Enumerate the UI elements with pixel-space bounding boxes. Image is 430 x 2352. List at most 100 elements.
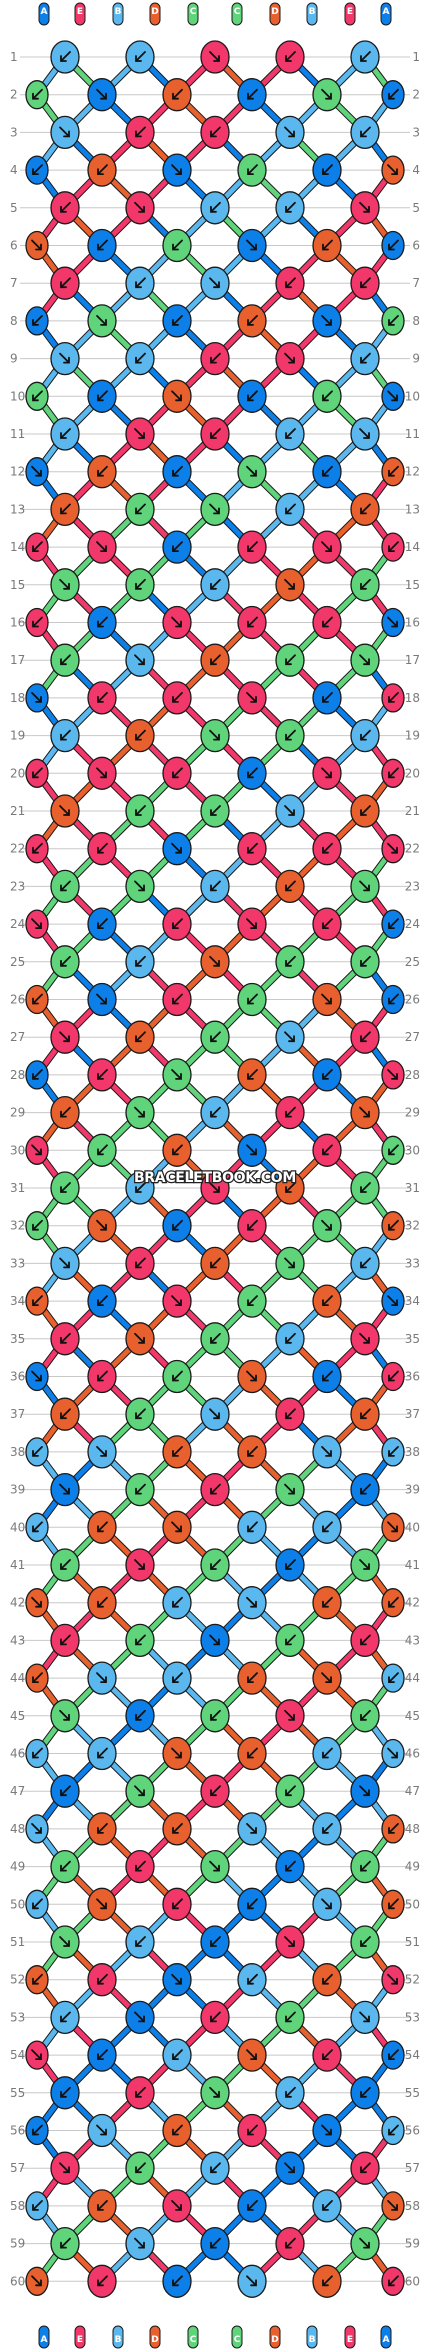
- knot[interactable]: [200, 1925, 230, 1959]
- knot[interactable]: [275, 1095, 305, 1130]
- knot[interactable]: [87, 1510, 117, 1544]
- knot[interactable]: [200, 794, 230, 828]
- knot[interactable]: [237, 1284, 267, 1318]
- knot[interactable]: [237, 681, 267, 715]
- knot[interactable]: [162, 2189, 192, 2223]
- knot[interactable]: [162, 2113, 192, 2148]
- knot[interactable]: [275, 1699, 305, 1733]
- knot[interactable]: [50, 1397, 80, 1431]
- knot[interactable]: [381, 2115, 405, 2146]
- knot[interactable]: [381, 532, 405, 562]
- knot[interactable]: [162, 1812, 192, 1846]
- knot[interactable]: [125, 1623, 155, 1658]
- knot[interactable]: [200, 266, 230, 300]
- knot[interactable]: [125, 1020, 155, 1054]
- knot[interactable]: [162, 1510, 192, 1544]
- knot[interactable]: [50, 1925, 80, 1959]
- knot[interactable]: [87, 379, 117, 413]
- knot[interactable]: [312, 530, 342, 564]
- knot[interactable]: [350, 1397, 380, 1431]
- knot[interactable]: [50, 492, 80, 527]
- knot[interactable]: [237, 982, 267, 1017]
- knot[interactable]: [237, 78, 267, 112]
- knot[interactable]: [50, 2226, 80, 2261]
- knot[interactable]: [125, 341, 155, 376]
- knot[interactable]: [350, 1095, 380, 1130]
- knot[interactable]: [312, 1133, 342, 1167]
- knot[interactable]: [162, 1435, 192, 1469]
- knot[interactable]: [50, 1472, 80, 1507]
- knot[interactable]: [237, 153, 267, 187]
- knot[interactable]: [237, 1812, 267, 1846]
- knot[interactable]: [237, 304, 267, 338]
- knot[interactable]: [200, 115, 230, 150]
- knot[interactable]: [381, 230, 405, 261]
- knot[interactable]: [162, 1963, 192, 1997]
- knot[interactable]: [25, 909, 49, 939]
- knot[interactable]: [87, 304, 117, 338]
- knot[interactable]: [275, 1472, 305, 1507]
- knot[interactable]: [275, 40, 305, 74]
- knot[interactable]: [200, 1095, 230, 1130]
- knot[interactable]: [350, 1020, 380, 1054]
- knot[interactable]: [162, 1284, 192, 1318]
- knot[interactable]: [125, 492, 155, 527]
- knot[interactable]: [381, 1588, 405, 1618]
- knot[interactable]: [381, 1135, 405, 1165]
- knot[interactable]: [381, 984, 405, 1015]
- knot[interactable]: [87, 1058, 117, 1092]
- knot[interactable]: [87, 1359, 117, 1394]
- knot[interactable]: [87, 982, 117, 1017]
- knot[interactable]: [162, 1661, 192, 1695]
- knot[interactable]: [381, 758, 405, 788]
- knot[interactable]: [350, 1849, 380, 1884]
- knot[interactable]: [87, 1736, 117, 1771]
- knot[interactable]: [312, 455, 342, 489]
- knot[interactable]: [200, 1322, 230, 1356]
- knot[interactable]: [350, 1548, 380, 1582]
- knot[interactable]: [381, 834, 405, 864]
- knot[interactable]: [87, 2113, 117, 2148]
- knot[interactable]: [350, 1623, 380, 1658]
- knot[interactable]: [25, 230, 49, 261]
- knot[interactable]: [350, 2076, 380, 2110]
- knot[interactable]: [200, 1774, 230, 1808]
- knot[interactable]: [200, 1397, 230, 1431]
- knot[interactable]: [87, 832, 117, 866]
- knot[interactable]: [87, 153, 117, 187]
- knot[interactable]: [312, 228, 342, 263]
- knot[interactable]: [381, 80, 405, 110]
- knot[interactable]: [25, 80, 49, 110]
- knot[interactable]: [200, 341, 230, 376]
- knot[interactable]: [312, 1209, 342, 1243]
- knot[interactable]: [381, 607, 405, 638]
- knot[interactable]: [275, 2000, 305, 2035]
- knot[interactable]: [275, 492, 305, 527]
- knot[interactable]: [237, 455, 267, 489]
- knot[interactable]: [50, 40, 80, 74]
- knot[interactable]: [381, 1965, 405, 1995]
- knot[interactable]: [350, 40, 380, 74]
- knot[interactable]: [162, 530, 192, 564]
- knot[interactable]: [350, 1246, 380, 1281]
- knot[interactable]: [125, 2151, 155, 2185]
- knot[interactable]: [50, 2000, 80, 2035]
- knot[interactable]: [50, 1774, 80, 1808]
- knot[interactable]: [87, 1586, 117, 1620]
- knot[interactable]: [312, 2189, 342, 2223]
- knot[interactable]: [275, 2226, 305, 2261]
- knot[interactable]: [350, 266, 380, 300]
- knot[interactable]: [350, 869, 380, 904]
- knot[interactable]: [50, 1548, 80, 1582]
- knot[interactable]: [237, 1435, 267, 1469]
- knot[interactable]: [162, 78, 192, 112]
- knot[interactable]: [350, 1699, 380, 1733]
- knot[interactable]: [162, 756, 192, 790]
- knot[interactable]: [87, 681, 117, 715]
- knot[interactable]: [350, 643, 380, 677]
- knot[interactable]: [50, 1020, 80, 1054]
- knot[interactable]: [162, 1359, 192, 1394]
- knot[interactable]: [125, 266, 155, 300]
- knot[interactable]: [125, 40, 155, 74]
- knot[interactable]: [200, 417, 230, 451]
